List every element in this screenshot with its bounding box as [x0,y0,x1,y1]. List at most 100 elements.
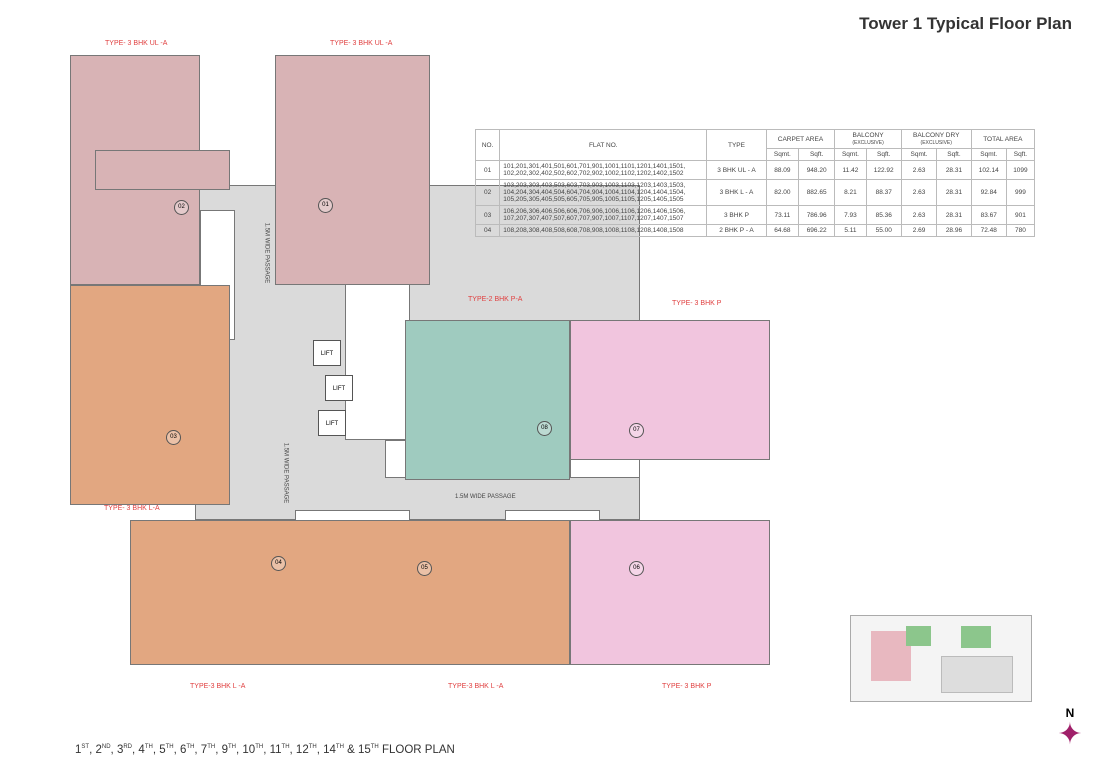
key-plan-tower [871,631,911,681]
cell-c_sqft: 882.65 [798,179,836,206]
cell-c_sqft: 948.20 [798,160,836,180]
cell-t_sqm: 72.48 [970,224,1007,237]
key-plan [850,615,1032,702]
north-label: N [1065,706,1075,720]
cell-b_sqft: 88.37 [865,179,902,206]
cell-b_sqm: 5.11 [834,224,867,237]
cell-d_sqft: 28.31 [936,179,972,206]
cell-d_sqft: 28.31 [936,160,972,180]
floor-number: 14TH [323,744,344,756]
floor-number: 1ST [75,744,90,756]
cell-no: 02 [474,179,501,206]
type-label: TYPE- 3 BHK L-A [104,505,160,512]
unit-03-area [70,285,230,505]
unit-sqft: Sqft. [865,148,902,161]
type-label: TYPE-3 BHK L -A [190,683,246,690]
cell-c_sqm: 64.68 [765,224,800,237]
compass: N ✦ [1052,706,1088,750]
cell-type: 3 BHK L - A [706,179,767,206]
type-label: TYPE- 3 BHK P [662,683,712,690]
unit-sqmt: Sqmt. [765,148,800,161]
unit-number: 02 [174,200,189,215]
type-label: TYPE-3 BHK L -A [448,683,504,690]
unit-01-area [275,55,430,285]
lift: LIFT [313,340,341,366]
unit-06-area [570,520,770,665]
floor-plan-caption: 1ST, 2ND, 3RD, 4TH, 5TH, 6TH, 7TH, 9TH, … [75,744,455,756]
unit-02-area [95,150,230,190]
cell-t_sqm: 92.84 [970,179,1007,206]
cell-d_sqm: 2.63 [900,179,938,206]
unit-number: 04 [271,556,286,571]
header-type: TYPE [706,129,767,161]
header-total: TOTAL AREA [970,129,1036,149]
cell-d_sqm: 2.63 [900,160,938,180]
cell-type: 3 BHK P [706,205,767,225]
unit-number: 05 [417,561,432,576]
cell-c_sqft: 786.96 [798,205,836,225]
area-table: NO. FLAT NO. TYPE CARPET AREA BALCONY(EX… [474,129,1036,237]
passage-label: 1.5M WIDE PASSAGE [282,442,289,504]
header-balcony: BALCONY(EXCLUSIVE) [834,129,902,149]
type-label: TYPE- 3 BHK P [672,300,722,307]
unit-sqft: Sqft. [936,148,972,161]
floor-number: 7TH [200,744,216,756]
type-label: TYPE- 3 BHK UL -A [105,40,168,47]
header-dry: BALCONY DRY(EXCLUSIVE) [900,129,972,149]
cell-b_sqft: 85.36 [865,205,902,225]
cell-b_sqft: 122.92 [865,160,902,180]
key-plan-lawn [961,626,991,648]
passage-label: 1.5M WIDE PASSAGE [455,494,516,500]
cell-flats: 108,208,308,408,508,608,708,908,1008,110… [499,224,708,237]
floor-number: 10TH [242,744,264,756]
unit-number: 08 [537,421,552,436]
header-no: NO. [474,129,501,161]
unit-sqft: Sqft. [798,148,836,161]
unit-sqmt: Sqmt. [900,148,938,161]
unit-sqmt: Sqmt. [834,148,867,161]
key-plan-lawn [906,626,931,646]
compass-star-icon: ✦ [1057,718,1083,751]
cell-b_sqft: 55.00 [865,224,902,237]
cell-c_sqm: 88.09 [765,160,800,180]
cell-flats: 103,203,303,403,503,603,703,903,1003,110… [499,179,708,206]
cell-flats: 106,206,306,406,506,606,706,906,1006,110… [499,205,708,225]
floor-number: 12TH [295,744,317,756]
cell-t_sqm: 102.14 [970,160,1007,180]
page-title: Tower 1 Typical Floor Plan [859,14,1072,33]
cell-type: 3 BHK UL - A [706,160,767,180]
units-04-05-area [130,520,570,665]
header-carpet: CARPET AREA [765,129,836,149]
cell-b_sqm: 8.21 [834,179,867,206]
lift: LIFT [325,375,353,401]
floor-number: 3RD [116,744,133,756]
cell-t_sqft: 999 [1005,179,1036,206]
unit-number: 03 [166,430,181,445]
floor-number: 9TH [221,744,236,756]
floor-number: 11TH [269,744,290,756]
cell-t_sqm: 83.67 [970,205,1007,225]
staircase [345,280,410,440]
floor-number: 5TH [159,744,174,756]
header-flat: FLAT NO. [499,129,708,161]
passage-label: 1.5M WIDE PASSAGE [263,222,270,284]
cell-no: 04 [474,224,501,237]
type-label: TYPE- 3 BHK UL -A [330,40,393,47]
lift: LIFT [318,410,346,436]
cell-d_sqft: 28.96 [936,224,972,237]
cell-c_sqft: 696.22 [798,224,836,237]
cell-c_sqm: 82.00 [765,179,800,206]
caption-suffix: FLOOR PLAN [381,744,455,756]
cell-d_sqm: 2.63 [900,205,938,225]
unit-sqmt: Sqmt. [970,148,1007,161]
cell-d_sqm: 2.69 [900,224,938,237]
floor-number: 15TH [357,744,379,756]
cell-t_sqft: 1099 [1005,160,1036,180]
key-plan-block [941,656,1013,693]
floor-number: 2ND [95,744,111,756]
unit-08-area [405,320,570,480]
cell-flats: 101,201,301,401,501,601,701,901,1001,110… [499,160,708,180]
